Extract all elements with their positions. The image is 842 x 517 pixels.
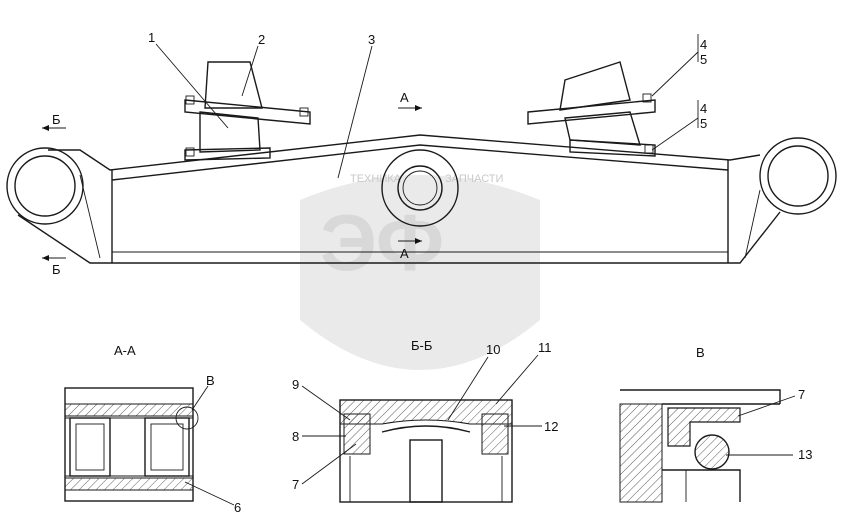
callout-v-detail: В xyxy=(191,373,215,411)
section-marker-b-bottom: Б xyxy=(42,255,66,277)
callout-6: 6 xyxy=(184,481,241,515)
svg-text:7: 7 xyxy=(798,387,805,402)
svg-text:4: 4 xyxy=(700,101,707,116)
svg-text:10: 10 xyxy=(486,342,500,357)
watermark: ЭФ ТЕХНИКА ЗАПЧАСТИ xyxy=(300,173,540,370)
callout-3: 3 xyxy=(337,32,375,179)
callout-4-5-top: 4 5 xyxy=(651,34,707,97)
svg-text:В: В xyxy=(206,373,215,388)
section-label-bb: Б-Б xyxy=(411,338,432,353)
section-label-aa: А-А xyxy=(114,343,136,358)
svg-text:5: 5 xyxy=(700,116,707,131)
section-marker-b-top: Б xyxy=(42,112,66,131)
svg-text:3: 3 xyxy=(368,32,375,47)
axle-beam xyxy=(6,134,837,264)
section-label-v: В xyxy=(696,345,705,360)
section-aa-drawing xyxy=(64,387,199,502)
section-bb-drawing xyxy=(339,399,513,503)
watermark-text-right: ЗАПЧАСТИ xyxy=(445,173,503,185)
watermark-text-left: ТЕХНИКА xyxy=(350,173,402,185)
callout-9: 9 xyxy=(292,377,351,421)
svg-text:5: 5 xyxy=(700,52,707,67)
callout-12: 12 xyxy=(504,419,558,434)
svg-text:Б: Б xyxy=(52,112,61,127)
svg-text:8: 8 xyxy=(292,429,299,444)
svg-text:4: 4 xyxy=(700,37,707,52)
callout-8: 8 xyxy=(292,429,346,444)
svg-text:2: 2 xyxy=(258,32,265,47)
callout-4-5-bottom: 4 5 xyxy=(651,100,707,151)
svg-text:Б: Б xyxy=(52,262,61,277)
callout-11: 11 xyxy=(495,340,552,405)
callout-10: 10 xyxy=(447,342,500,421)
watermark-letters: ЭФ xyxy=(320,198,444,287)
right-spring-pad xyxy=(527,61,656,157)
svg-text:7: 7 xyxy=(292,477,299,492)
callout-7-v: 7 xyxy=(737,387,805,417)
svg-text:1: 1 xyxy=(148,30,155,45)
svg-text:12: 12 xyxy=(544,419,558,434)
callout-7-bb: 7 xyxy=(292,443,357,492)
svg-text:6: 6 xyxy=(234,500,241,515)
section-marker-a-bottom: А xyxy=(398,238,422,261)
callout-1: 1 xyxy=(148,30,229,129)
svg-text:А: А xyxy=(400,246,409,261)
svg-text:А: А xyxy=(400,90,409,105)
left-spring-pad xyxy=(184,61,311,161)
detail-v-drawing xyxy=(619,389,781,503)
section-marker-a-top: А xyxy=(398,90,422,111)
callout-13: 13 xyxy=(726,447,812,462)
svg-text:13: 13 xyxy=(798,447,812,462)
callout-2: 2 xyxy=(241,32,265,97)
svg-text:11: 11 xyxy=(538,340,552,355)
svg-text:9: 9 xyxy=(292,377,299,392)
